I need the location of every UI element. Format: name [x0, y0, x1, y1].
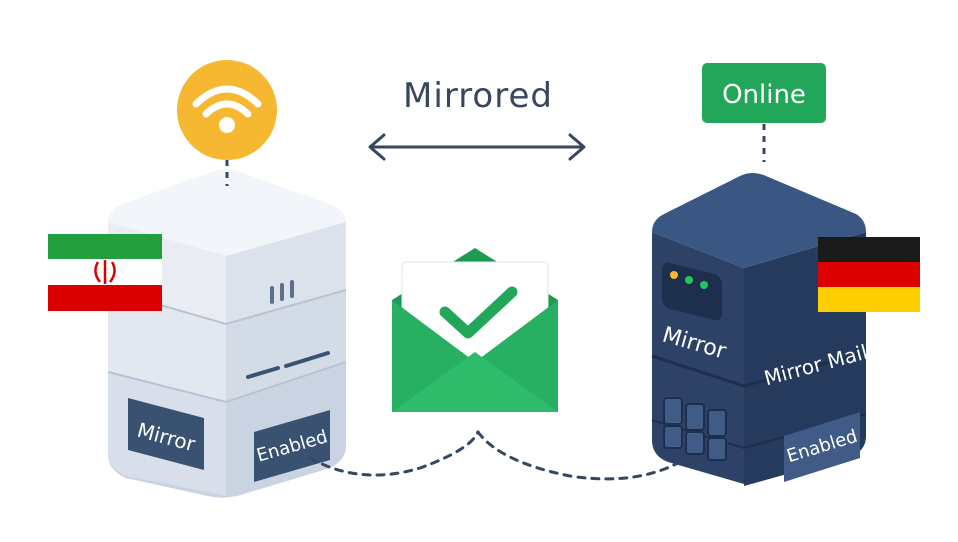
iran-flag-icon: [48, 234, 162, 311]
vent-lines: [270, 280, 294, 304]
online-status-badge: Online: [702, 63, 826, 123]
left-enabled-tag: Enabled: [254, 410, 330, 482]
mirrored-label: Mirrored: [403, 76, 553, 116]
right-enabled-tag: Enabled: [784, 412, 860, 482]
status-leds: [662, 262, 722, 321]
mail-check-icon: [392, 248, 558, 412]
wifi-icon: [177, 60, 277, 160]
germany-flag-icon: [818, 237, 920, 312]
double-arrow-icon: [368, 133, 586, 161]
port-blocks: [663, 397, 727, 461]
online-status-text: Online: [722, 80, 806, 110]
slot-lines: [246, 351, 330, 379]
connection-lines: [308, 430, 700, 481]
left-mirror-tag: Mirror: [128, 398, 204, 470]
